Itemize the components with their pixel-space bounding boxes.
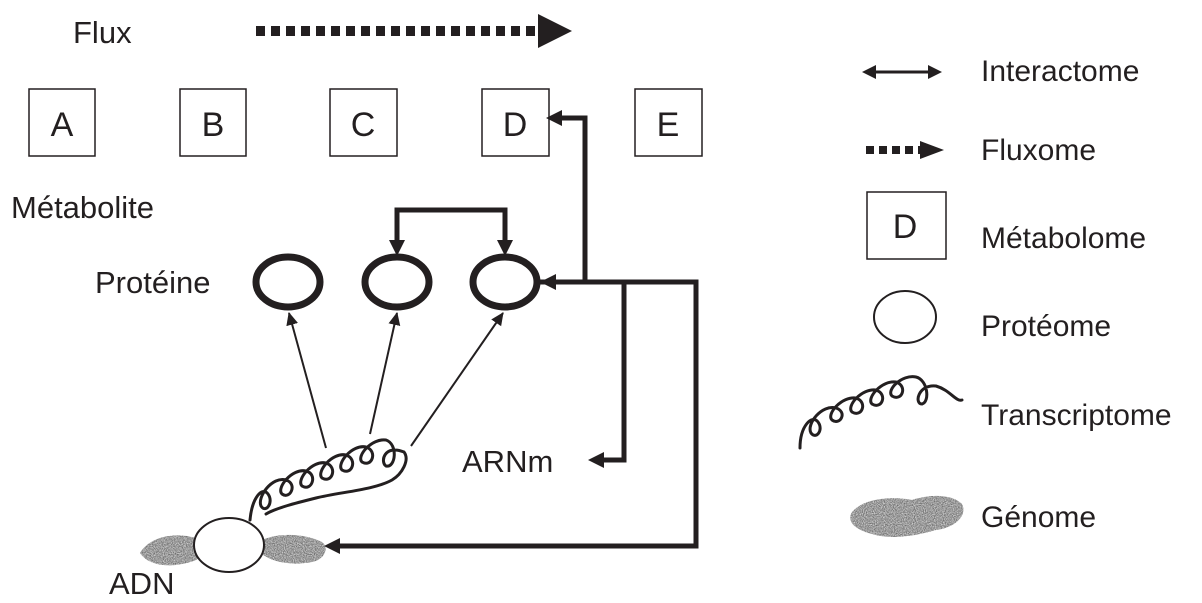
metabolite-letter-c: C xyxy=(351,106,376,144)
protein-3 xyxy=(469,253,541,311)
legend-interactome-icon xyxy=(862,65,942,79)
metabolite-box-a: A xyxy=(28,88,96,157)
adn-label: ADN xyxy=(109,566,174,601)
metabolite-box-d: D xyxy=(481,88,550,157)
regulation-arrow-to-arnm xyxy=(540,279,627,468)
metabolite-box-e: E xyxy=(634,88,703,157)
metabolite-box-c: C xyxy=(329,88,398,157)
metabolite-letter-d: D xyxy=(503,106,528,144)
flux-arrow xyxy=(256,14,572,48)
legend-proteome-icon xyxy=(873,290,937,344)
legend-proteome-label: Protéome xyxy=(981,310,1111,343)
legend-fluxome-label: Fluxome xyxy=(981,134,1096,167)
legend-interactome-label: Interactome xyxy=(981,55,1139,88)
legend-metabolome-symbol: D xyxy=(893,208,918,246)
translation-arrow-3 xyxy=(410,312,504,447)
legend: Interactome Fluxome D Métabolome Protéom… xyxy=(798,55,1172,537)
legend-fluxome-icon xyxy=(866,141,944,159)
protein-label: Protéine xyxy=(95,265,210,300)
flux-label: Flux xyxy=(73,15,132,50)
metabolite-label: Métabolite xyxy=(11,190,154,225)
metabolite-letter-b: B xyxy=(202,106,225,144)
translation-arrow-1 xyxy=(286,312,327,449)
arnm-label: ARNm xyxy=(462,444,553,479)
legend-genome-label: Génome xyxy=(981,501,1096,534)
regulation-arrow-to-d xyxy=(546,110,588,282)
metabolite-box-b: B xyxy=(179,88,247,157)
legend-genome-icon xyxy=(850,495,964,537)
translation-arrow-2 xyxy=(369,312,401,435)
legend-metabolome-icon: D xyxy=(866,191,947,260)
metabolite-letter-e: E xyxy=(657,106,680,144)
regulation-arrow-to-adn xyxy=(324,274,699,554)
legend-transcriptome-icon xyxy=(798,375,964,450)
legend-metabolome-label: Métabolome xyxy=(981,222,1146,255)
dna-genome xyxy=(140,517,326,573)
protein-1 xyxy=(252,253,324,311)
metabolite-letter-a: A xyxy=(51,106,74,144)
protein-interaction-arrow xyxy=(389,207,513,256)
mrna-helix xyxy=(248,438,408,522)
legend-transcriptome-label: Transcriptome xyxy=(981,399,1172,432)
protein-2 xyxy=(361,253,433,311)
